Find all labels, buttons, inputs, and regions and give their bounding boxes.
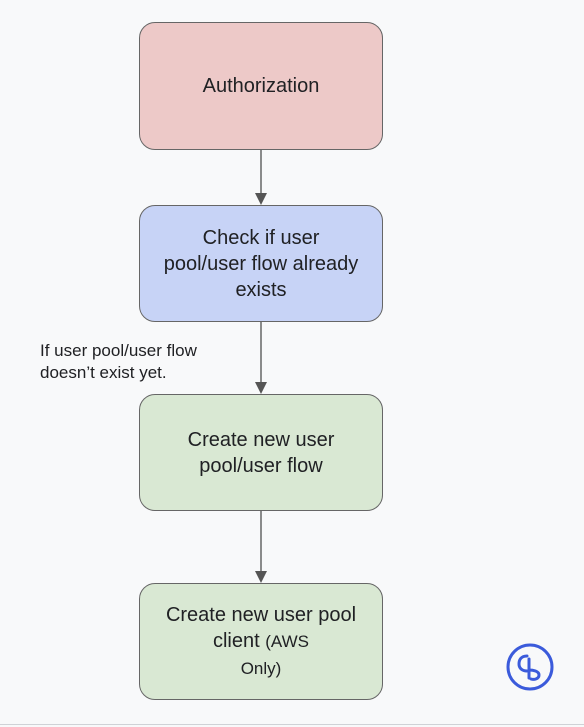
edge-label-line-2: doesn’t exist yet.	[40, 363, 167, 382]
node-check-exists-label: Check if user pool/user flow already exi…	[163, 226, 359, 301]
node-authorization-label: Authorization	[202, 75, 320, 97]
node-create-client-note-1: (AWS	[265, 631, 310, 651]
node-check-exists: Check if user pool/user flow already exi…	[139, 205, 383, 322]
edge-label-line-1: If user pool/user flow	[40, 341, 197, 360]
edge-label-not-exists: If user pool/user flow doesn’t exist yet…	[40, 340, 240, 384]
node-create-client: Create new user pool client (AWS Only)	[139, 583, 383, 700]
brand-logo-icon	[506, 643, 554, 691]
node-create-client-label: Create new user pool client (AWS Only)	[160, 602, 362, 682]
node-create-pool-label: Create new user pool/user flow	[187, 428, 335, 477]
bottom-divider	[0, 724, 584, 725]
node-create-client-main: Create new user pool client	[165, 603, 357, 652]
node-create-client-note-2: Only)	[240, 658, 282, 678]
node-create-pool: Create new user pool/user flow	[139, 394, 383, 511]
node-authorization: Authorization	[139, 22, 383, 150]
